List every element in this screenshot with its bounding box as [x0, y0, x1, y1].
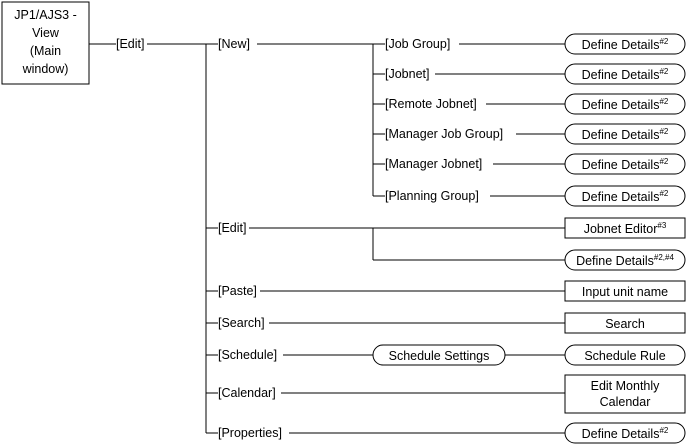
svg-text:Schedule Rule: Schedule Rule	[584, 349, 665, 363]
define-details-node: Define Details#2	[564, 93, 686, 115]
svg-text:Define Details#2: Define Details#2	[582, 37, 669, 52]
define-details-node: Define Details#2	[564, 422, 686, 444]
edit-monthly-calendar-node: Edit Monthly Calendar	[564, 374, 686, 414]
menu-edit-label: [Edit]	[116, 37, 145, 51]
svg-text:Define Details#2,#4: Define Details#2,#4	[576, 253, 674, 268]
schedule-rule-node: Schedule Rule	[564, 344, 686, 366]
svg-text:Define Details#2: Define Details#2	[582, 97, 669, 112]
new-job-group-label: [Job Group]	[385, 37, 450, 51]
define-details-node: Define Details#2	[564, 63, 686, 85]
menu-properties-label: [Properties]	[218, 426, 282, 440]
jobnet-editor-node: Jobnet Editor#3	[564, 217, 686, 239]
svg-text:Edit Monthly: Edit Monthly	[591, 379, 661, 393]
root-line-2: View	[32, 26, 60, 40]
define-details-node: Define Details#2	[564, 123, 686, 145]
new-planning-group-label: [Planning Group]	[385, 189, 479, 203]
define-details-node: Define Details#2,#4	[564, 249, 686, 271]
svg-text:Calendar: Calendar	[600, 395, 651, 409]
new-remote-jobnet-label: [Remote Jobnet]	[385, 97, 477, 111]
root-window-node: JP1/AJS3 - View (Main window)	[1, 1, 90, 85]
svg-text:Define Details#2: Define Details#2	[582, 426, 669, 441]
svg-text:Define Details#2: Define Details#2	[582, 189, 669, 204]
root-line-3: (Main	[30, 44, 61, 58]
menu-schedule-label: [Schedule]	[218, 348, 277, 362]
svg-text:Search: Search	[605, 317, 645, 331]
define-details-node: Define Details#2	[564, 185, 686, 207]
new-manager-job-group-label: [Manager Job Group]	[385, 127, 503, 141]
root-line-1: JP1/AJS3 -	[14, 8, 77, 22]
new-manager-jobnet-label: [Manager Jobnet]	[385, 157, 482, 171]
search-node: Search	[564, 312, 686, 334]
define-details-node: Define Details#2	[564, 153, 686, 175]
svg-text:Schedule Settings: Schedule Settings	[389, 349, 490, 363]
input-unit-name-node: Input unit name	[564, 280, 686, 302]
connector-lines	[89, 43, 565, 434]
root-line-4: window)	[22, 62, 69, 76]
svg-text:Define Details#2: Define Details#2	[582, 67, 669, 82]
menu-paste-label: [Paste]	[218, 284, 257, 298]
svg-text:Define Details#2: Define Details#2	[582, 127, 669, 142]
new-jobnet-label: [Jobnet]	[385, 67, 429, 81]
svg-text:Define Details#2: Define Details#2	[582, 157, 669, 172]
menu-edit-sub-label: [Edit]	[218, 221, 247, 235]
svg-text:Jobnet Editor#3: Jobnet Editor#3	[584, 221, 667, 236]
schedule-settings-node: Schedule Settings	[372, 344, 506, 366]
svg-text:Input unit name: Input unit name	[582, 285, 668, 299]
menu-calendar-label: [Calendar]	[218, 386, 276, 400]
menu-new-label: [New]	[218, 37, 250, 51]
menu-search-label: [Search]	[218, 316, 265, 330]
define-details-node: Define Details#2	[564, 33, 686, 55]
